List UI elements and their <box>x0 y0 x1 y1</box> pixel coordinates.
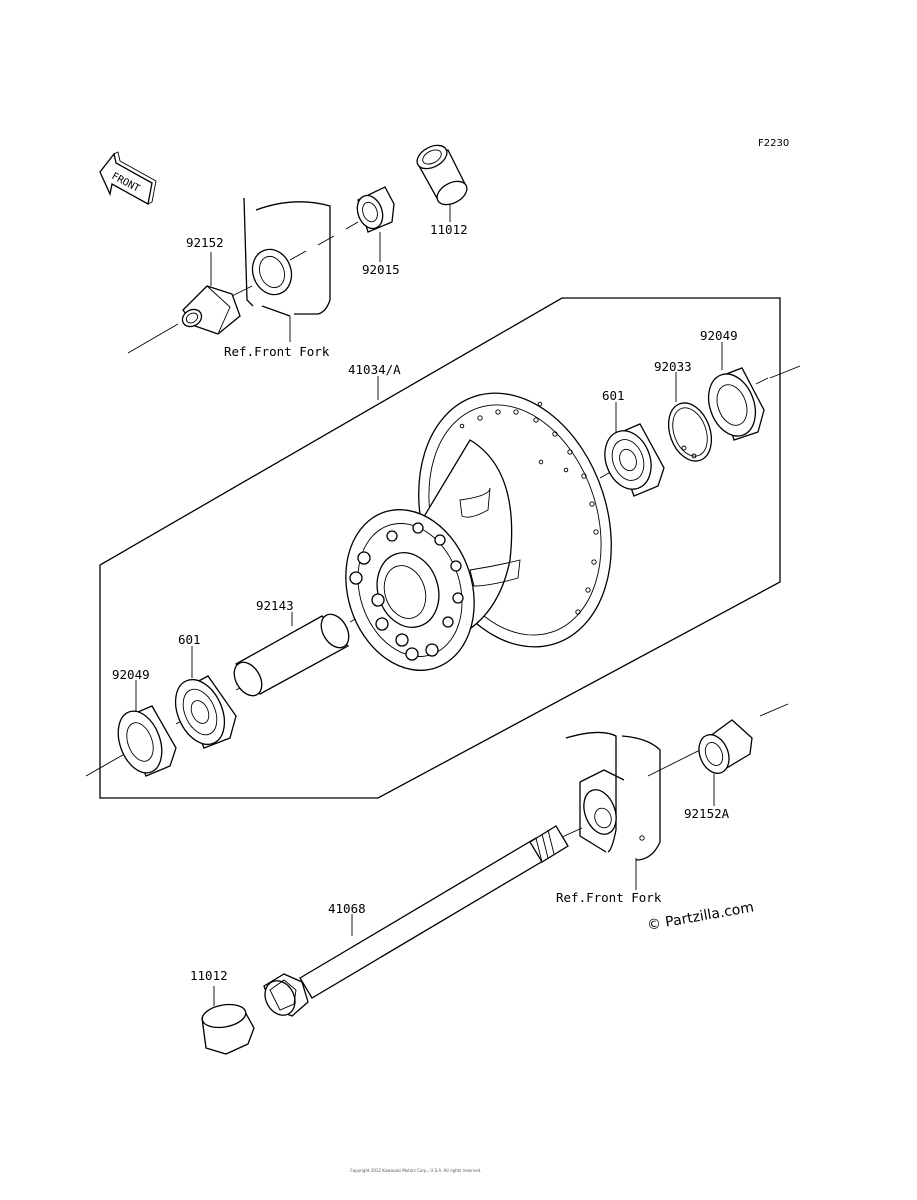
seal-92049-left <box>117 705 177 777</box>
label-ref-front-fork-top: Ref.Front Fork <box>224 344 330 359</box>
label-92152A: 92152A <box>684 806 730 821</box>
axis-line <box>647 703 789 777</box>
label-92015: 92015 <box>362 262 400 277</box>
collar-92152A <box>698 719 753 774</box>
label-92152: 92152 <box>186 235 224 250</box>
label-601-right: 601 <box>602 388 625 403</box>
label-41068: 41068 <box>328 901 366 916</box>
bearing-601-left <box>174 675 237 749</box>
label-92033: 92033 <box>654 359 692 374</box>
cap-11012-top <box>416 144 468 206</box>
axle-41068 <box>263 825 569 1017</box>
label-92049-left: 92049 <box>112 667 150 682</box>
seal-92049-right <box>707 367 765 441</box>
wheel-hub <box>345 392 612 671</box>
assembly-boundary <box>99 297 781 799</box>
seal-92015 <box>356 186 395 233</box>
label-ref-front-fork-bottom: Ref.Front Fork <box>556 890 662 905</box>
label-41034-A: 41034/A <box>348 362 401 377</box>
spacer-92143 <box>233 613 350 697</box>
diagram-code: F2230 <box>758 138 789 149</box>
label-92049-right: 92049 <box>700 328 738 343</box>
axis-line <box>229 285 253 298</box>
bearing-601-right <box>604 423 665 497</box>
copyright-text: Copyright 2012 Kawasaki Motors Corp., U.… <box>350 1168 481 1173</box>
front-fork-top <box>243 197 331 317</box>
label-601-left: 601 <box>178 632 201 647</box>
cap-11012-bottom <box>201 1003 255 1055</box>
collar-92152 <box>181 285 241 335</box>
label-92143: 92143 <box>256 598 294 613</box>
label-11012-bottom: 11012 <box>190 968 228 983</box>
circlip-92033 <box>667 402 713 462</box>
label-11012-top: 11012 <box>430 222 468 237</box>
axis-line <box>289 221 359 261</box>
axis-line <box>127 323 179 354</box>
watermark: © Partzilla.com <box>646 899 755 934</box>
front-arrow-icon: FRONT <box>99 151 157 206</box>
axis-line <box>559 827 583 839</box>
front-fork-bottom <box>565 731 661 861</box>
